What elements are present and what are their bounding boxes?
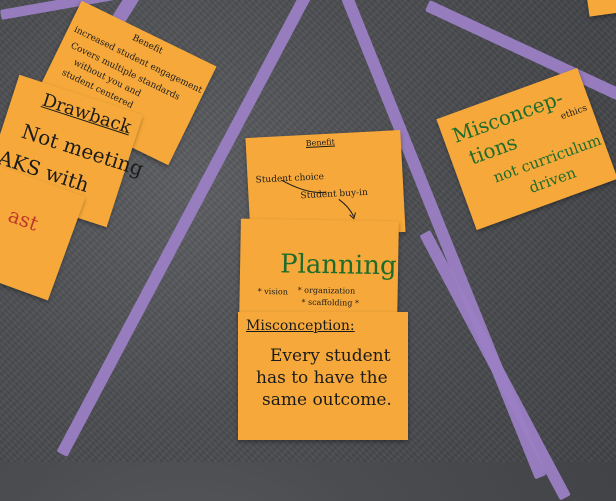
planning-card: Planning * vision * organization * scaff… [239,218,399,326]
arrow-icon [281,179,356,220]
benefit-card-center: Benefit Student choice Student buy-in [245,130,406,240]
planning-line: * organization [297,285,356,296]
misconception-card-center: Misconception: Every student has to have… [238,312,408,440]
left-edge-text: ast [5,202,42,236]
misconception-line: Every student [270,346,391,366]
planning-line: * scaffolding * [301,297,359,308]
misconception-heading: Misconception: [246,318,355,334]
planning-title: Planning [279,249,397,282]
benefit-heading: Benefit [305,137,336,148]
misconception-line: same outcome. [262,390,392,410]
misconception-line: has to have the [256,368,388,388]
planning-line: * vision [257,286,288,297]
